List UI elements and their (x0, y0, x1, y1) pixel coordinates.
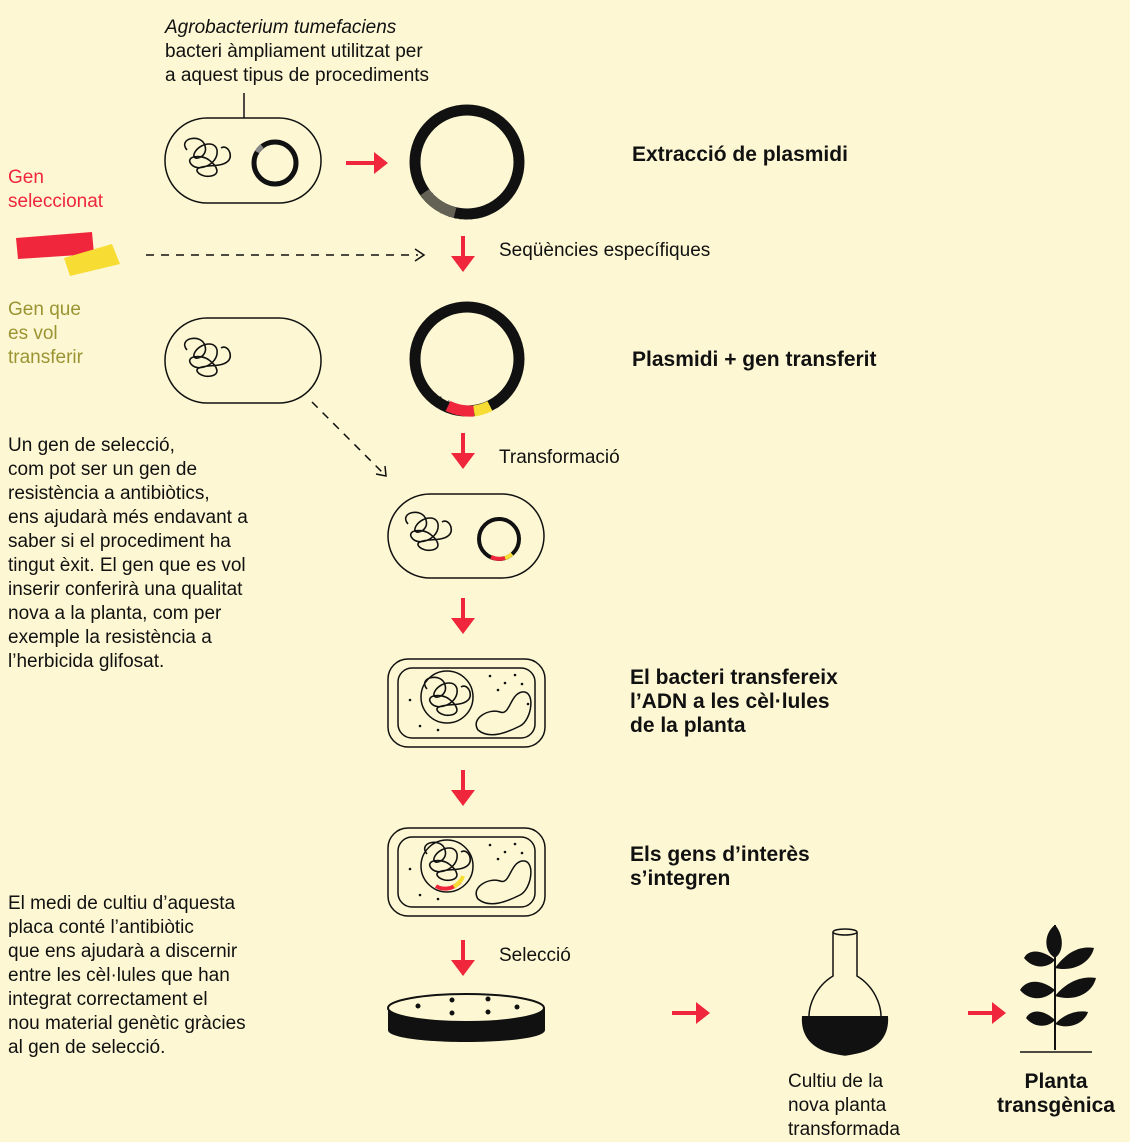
step-integren: Els gens d’interès s’integren (630, 843, 810, 890)
plant-cell-integrated (387, 827, 546, 917)
plant-cell (387, 658, 546, 748)
bacterium-empty (164, 317, 322, 404)
step-seleccio: Selecció (499, 945, 571, 966)
step-planta: Planta transgènica (997, 1070, 1115, 1117)
step-transfereix: El bacteri transfereix l’ADN a les cèl·l… (630, 666, 838, 737)
step-sequencies: Seqüències específiques (499, 240, 711, 261)
step-extraccio: Extracció de plasmidi (632, 143, 848, 166)
label-gen-transferir: Gen que es vol transferir (8, 299, 83, 368)
note-seleccio: Un gen de selecció, com pot ser un gen d… (8, 435, 248, 672)
dashed-diagonal-arrow (311, 401, 387, 477)
note-medi: El medi de cultiu d’aquesta placa conté … (8, 893, 246, 1058)
transformed-bacterium (387, 493, 545, 579)
plant-icon (1020, 925, 1096, 1053)
step-transformacio: Transformació (499, 447, 620, 468)
gene-strips (16, 232, 120, 276)
arrow-right-icons (672, 1002, 1006, 1024)
petri-dish (387, 993, 545, 1042)
arrow-down-icons (451, 236, 475, 976)
step-cultiu: Cultiu de la nova planta transformada (788, 1071, 900, 1140)
flask-icon (801, 928, 889, 1056)
dashed-arrow (146, 248, 426, 262)
step-plasmidi-gen: Plasmidi + gen transferit (632, 348, 877, 371)
label-gen-seleccionat: Gen seleccionat (8, 167, 104, 212)
plasmid-ring (409, 104, 525, 220)
arrow-right-icon (346, 152, 388, 174)
plasmid-with-gene (409, 301, 525, 417)
bacterium-with-plasmid (164, 117, 322, 204)
organism-note: bacteri àmpliament utilitzat per a aques… (165, 41, 430, 86)
organism-name: Agrobacterium tumefaciens (165, 17, 397, 38)
